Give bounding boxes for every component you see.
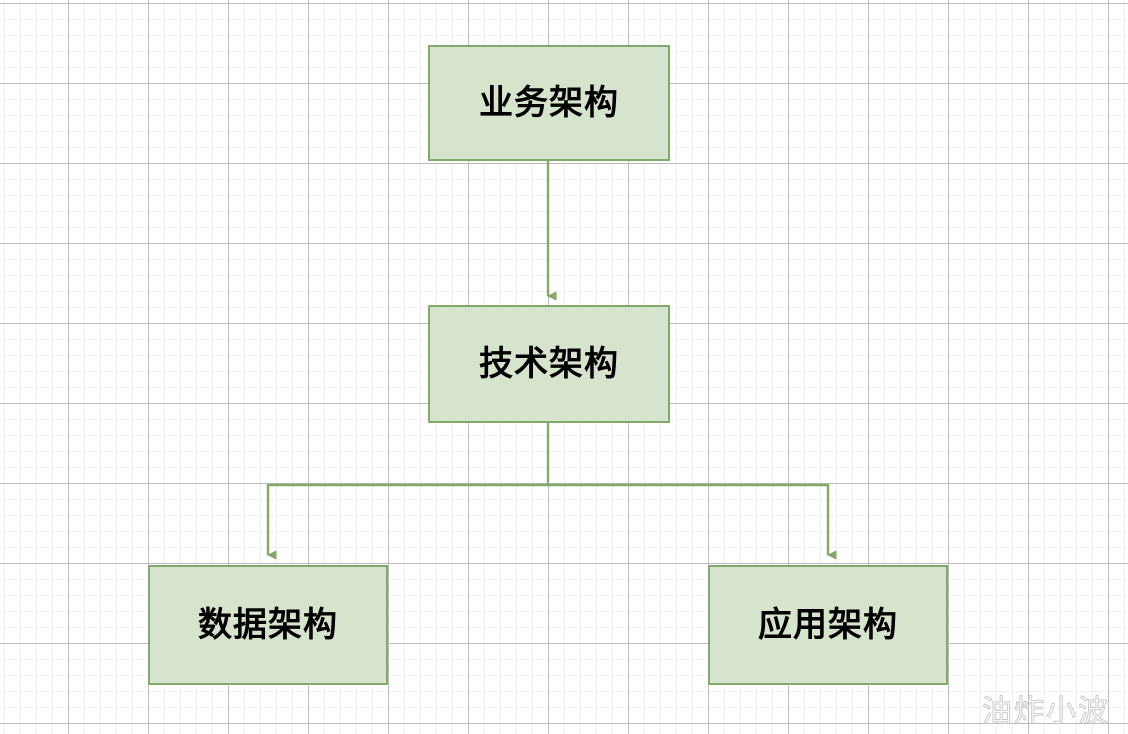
node-label: 业务架构 bbox=[479, 83, 619, 123]
node-label: 技术架构 bbox=[479, 344, 619, 384]
edge-technical-to-application bbox=[548, 483, 837, 560]
node-label: 数据架构 bbox=[198, 605, 338, 645]
node-business-architecture[interactable]: 业务架构 bbox=[428, 45, 670, 161]
edge-technical-to-data bbox=[266, 423, 550, 560]
node-application-architecture[interactable]: 应用架构 bbox=[708, 565, 948, 685]
node-label: 应用架构 bbox=[758, 605, 898, 645]
node-technical-architecture[interactable]: 技术架构 bbox=[428, 305, 670, 423]
node-data-architecture[interactable]: 数据架构 bbox=[148, 565, 388, 685]
watermark-text: 油炸小波 bbox=[982, 694, 1110, 730]
